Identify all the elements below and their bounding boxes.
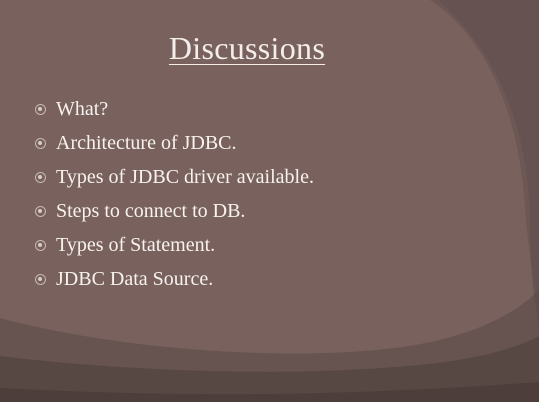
bullet-text: Types of Statement. — [56, 233, 216, 256]
bullet-text: Architecture of JDBC. — [56, 131, 237, 154]
bullet-item: Types of Statement. — [35, 228, 314, 262]
circle-bullet-icon — [35, 171, 46, 183]
bullet-item: Architecture of JDBC. — [35, 126, 314, 160]
circle-bullet-icon — [35, 239, 46, 251]
slide-title: Discussions — [168, 30, 326, 66]
bullet-item: What? — [35, 92, 314, 126]
bullet-text: What? — [56, 97, 109, 120]
bullet-text: Steps to connect to DB. — [56, 199, 246, 222]
bullet-text: JDBC Data Source. — [56, 267, 214, 290]
circle-bullet-icon — [35, 205, 46, 217]
bullet-item: Types of JDBC driver available. — [35, 160, 314, 194]
bullet-item: Steps to connect to DB. — [35, 194, 314, 228]
bullet-list: What? Architecture of JDBC. Types of JDB… — [35, 92, 314, 296]
circle-bullet-icon — [35, 273, 46, 285]
circle-bullet-icon — [35, 103, 46, 115]
bullet-text: Types of JDBC driver available. — [56, 165, 314, 188]
circle-bullet-icon — [35, 137, 46, 149]
bullet-item: JDBC Data Source. — [35, 262, 314, 296]
